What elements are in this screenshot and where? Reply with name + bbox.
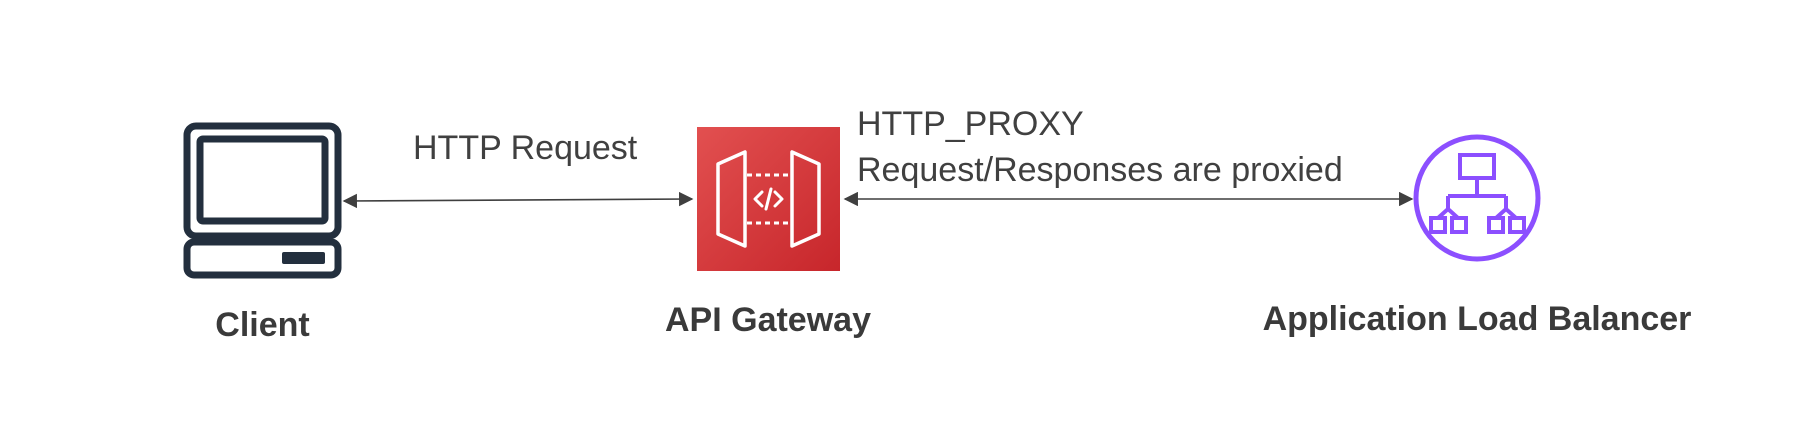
http-proxy-label: HTTP_PROXY — [857, 105, 1084, 143]
api-gateway-icon — [697, 127, 840, 271]
client-label: Client — [215, 306, 310, 344]
client-gateway-arrow — [342, 191, 694, 209]
load-balancer-icon — [1413, 134, 1541, 262]
computer-icon — [183, 122, 342, 279]
load-balancer-label: Application Load Balancer — [1262, 300, 1692, 338]
proxied-description-label: Request/Responses are proxied — [857, 151, 1343, 189]
api-gateway-label: API Gateway — [665, 301, 871, 339]
http-request-label: HTTP Request — [413, 129, 638, 167]
